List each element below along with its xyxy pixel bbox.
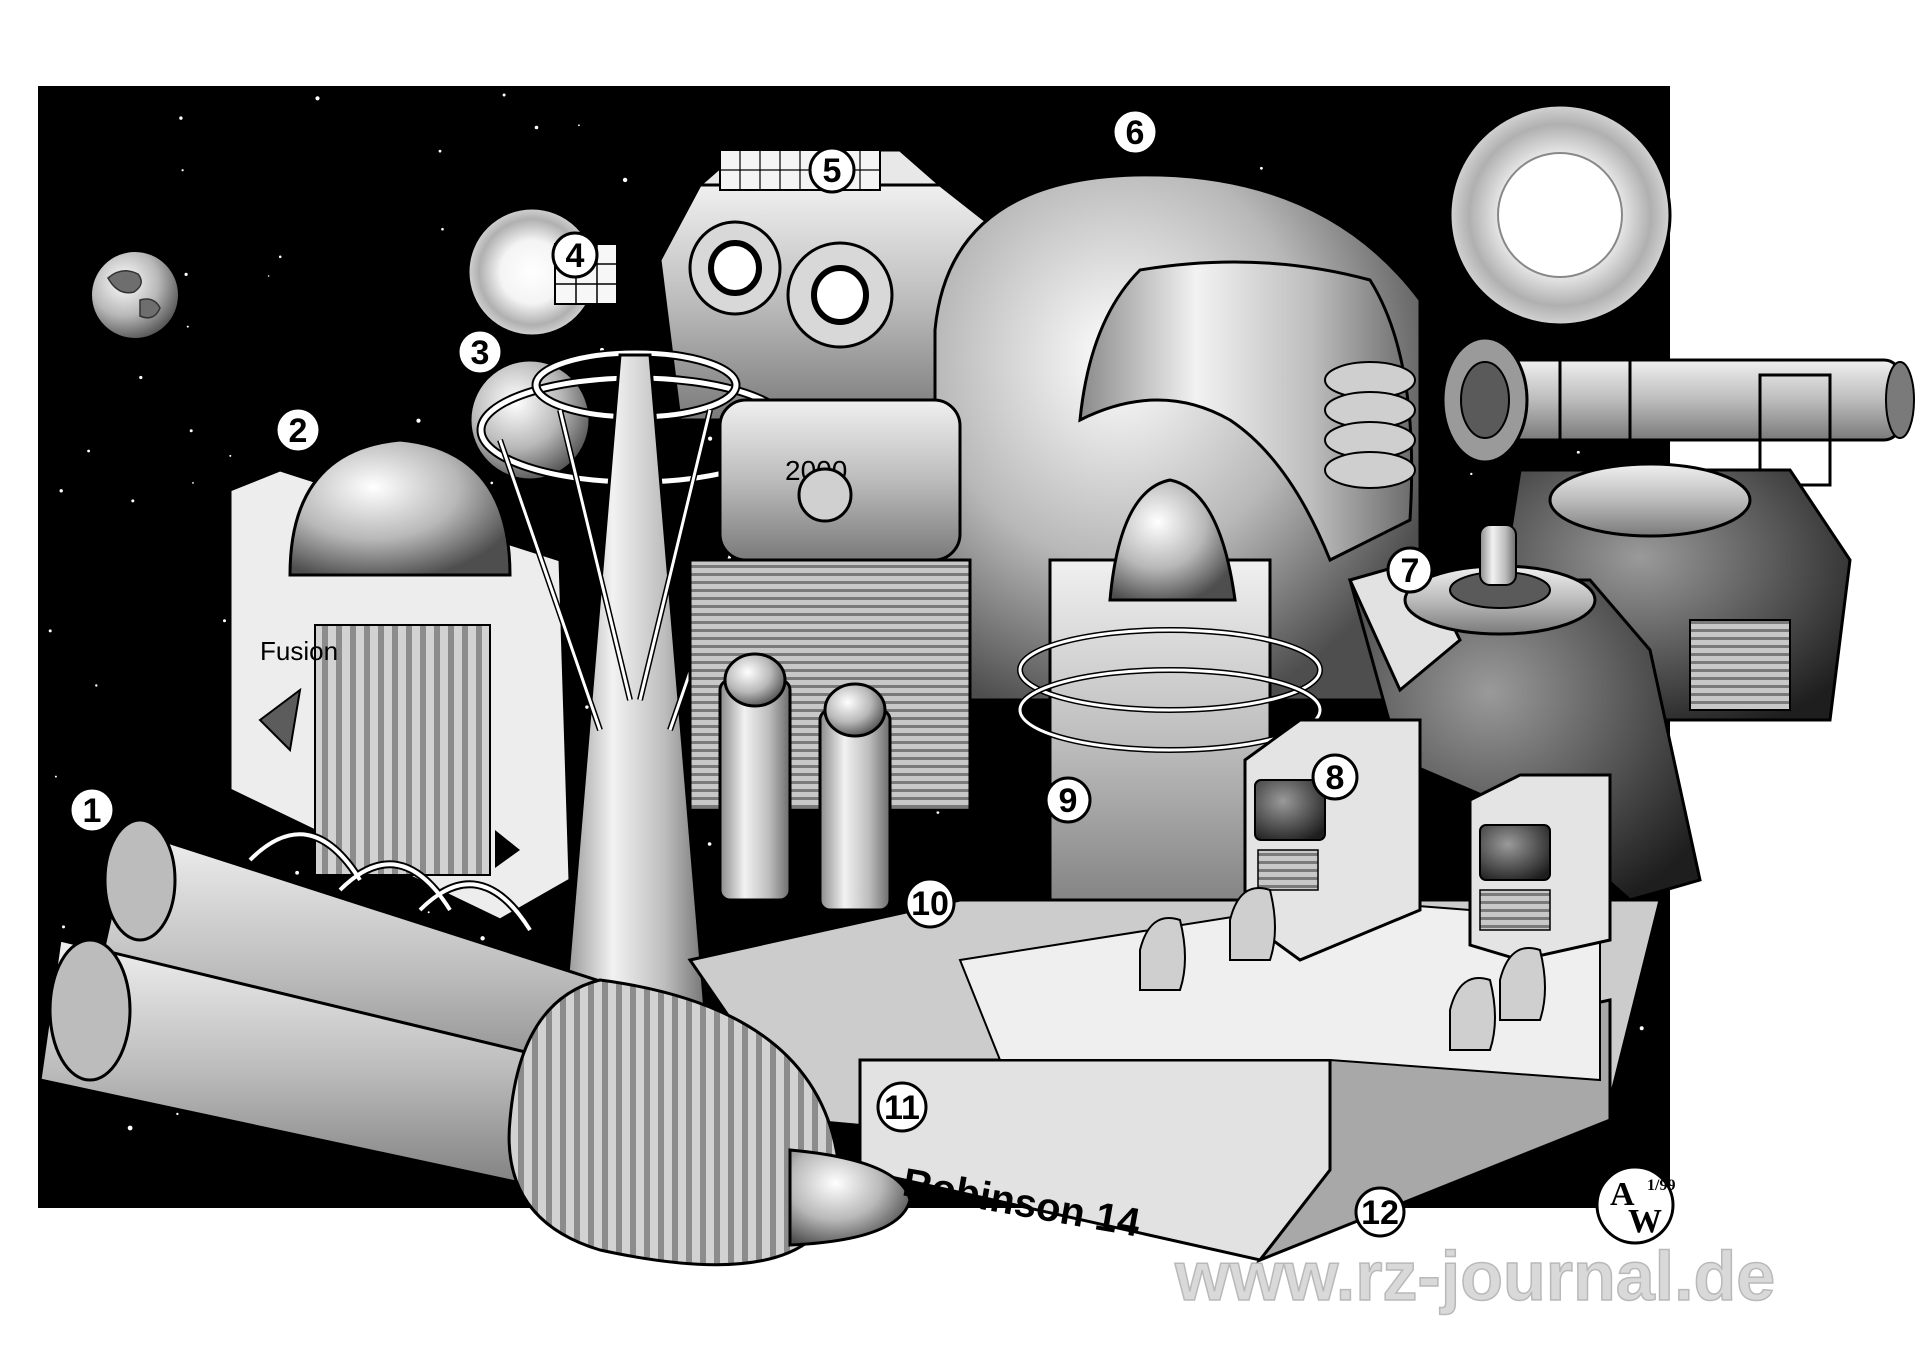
- callout-circle: [1311, 753, 1359, 801]
- star: [1260, 166, 1263, 170]
- callout-circle: [1354, 1186, 1406, 1238]
- callout-8: 8: [1311, 753, 1359, 801]
- signature-date: 1/99: [1647, 1177, 1675, 1194]
- star: [1470, 472, 1473, 476]
- star: [229, 454, 232, 457]
- star: [622, 177, 628, 183]
- callout-label: 11: [884, 1089, 920, 1127]
- star: [438, 149, 442, 153]
- callout-circle: [551, 231, 599, 279]
- coil-stack: [1324, 361, 1416, 489]
- star: [278, 255, 282, 259]
- callout-label: 9: [1059, 782, 1078, 820]
- star: [708, 436, 713, 441]
- laser-cannon-upper: [1441, 336, 1915, 487]
- callout-4: 4: [551, 231, 599, 279]
- callout-label: 8: [1326, 759, 1345, 797]
- star: [295, 870, 299, 875]
- callout-1: 1: [68, 786, 116, 834]
- callout-label: 12: [1361, 1194, 1399, 1232]
- callout-circle: [876, 1081, 928, 1133]
- star: [441, 227, 444, 231]
- callout-label: 1: [83, 792, 102, 830]
- callout-label: 2: [289, 412, 308, 450]
- signature-initial-top: A: [1610, 1176, 1635, 1213]
- callout-2: 2: [274, 406, 322, 454]
- coolant-cylinder-left: [718, 652, 792, 902]
- star: [181, 169, 184, 172]
- cone-reactor: [1017, 478, 1323, 932]
- star: [62, 925, 65, 929]
- watermark-text: www.rz-journal.de: [1174, 1237, 1775, 1315]
- star: [184, 272, 188, 276]
- callout-circle: [68, 786, 116, 834]
- star: [131, 499, 135, 503]
- callout-label: 3: [471, 334, 490, 372]
- star: [427, 911, 430, 914]
- star: [1576, 450, 1580, 454]
- antenna-dish: [1448, 103, 1672, 327]
- star: [502, 93, 506, 97]
- star: [490, 481, 494, 485]
- callout-11: 11: [876, 1081, 928, 1133]
- signature-initial-bottom: W: [1628, 1203, 1662, 1240]
- star: [223, 619, 226, 623]
- callout-circle: [1111, 108, 1159, 156]
- star: [189, 429, 193, 433]
- callout-circle: [456, 328, 504, 376]
- star: [192, 482, 194, 484]
- coolant-cylinder-right: [818, 682, 892, 912]
- callout-circle: [1044, 776, 1092, 824]
- star: [139, 375, 143, 380]
- star: [585, 705, 589, 709]
- star: [54, 775, 57, 778]
- cargo-block: [658, 148, 1012, 422]
- turret-base-lower: [1347, 524, 1702, 902]
- callout-circle: [1386, 546, 1434, 594]
- callout-label: 6: [1126, 114, 1145, 152]
- fusion-label: Fusion: [260, 636, 338, 666]
- main-deck: [687, 898, 1662, 1264]
- computer-terminal-side: [1468, 773, 1612, 962]
- callout-6: 6: [1111, 108, 1159, 156]
- callout-10: 10: [904, 877, 956, 929]
- callout-7: 7: [1386, 546, 1434, 594]
- callout-12: 12: [1354, 1186, 1406, 1238]
- star: [95, 684, 98, 687]
- star: [267, 275, 270, 277]
- planet-icon: [90, 250, 180, 340]
- star: [707, 842, 712, 846]
- star: [59, 489, 63, 493]
- star: [186, 325, 189, 328]
- turret-base-upper: [1498, 462, 1852, 722]
- main-engine-cluster: [38, 818, 912, 1267]
- callout-circle: [904, 877, 956, 929]
- callout-5: 5: [808, 146, 856, 194]
- star: [127, 1125, 133, 1131]
- callout-label: 5: [823, 152, 842, 190]
- star: [87, 449, 90, 453]
- star: [534, 125, 539, 130]
- star: [578, 124, 580, 127]
- fusion-reactor-module: Fusion: [228, 438, 572, 922]
- pilot-seats: [1139, 887, 1546, 1051]
- star: [936, 811, 940, 814]
- star: [179, 116, 183, 120]
- callout-3: 3: [456, 328, 504, 376]
- callout-circle: [274, 406, 322, 454]
- callout-label: 10: [911, 885, 949, 923]
- star: [1639, 1026, 1644, 1031]
- callout-9: 9: [1044, 776, 1092, 824]
- callout-label: 4: [566, 237, 585, 275]
- star: [480, 936, 485, 941]
- star: [315, 96, 320, 101]
- callout-label: 7: [1401, 552, 1420, 590]
- star: [416, 418, 421, 423]
- star: [48, 629, 52, 633]
- artist-signature: A W 1/99: [1595, 1165, 1675, 1245]
- star: [176, 1112, 179, 1116]
- callout-circle: [808, 146, 856, 194]
